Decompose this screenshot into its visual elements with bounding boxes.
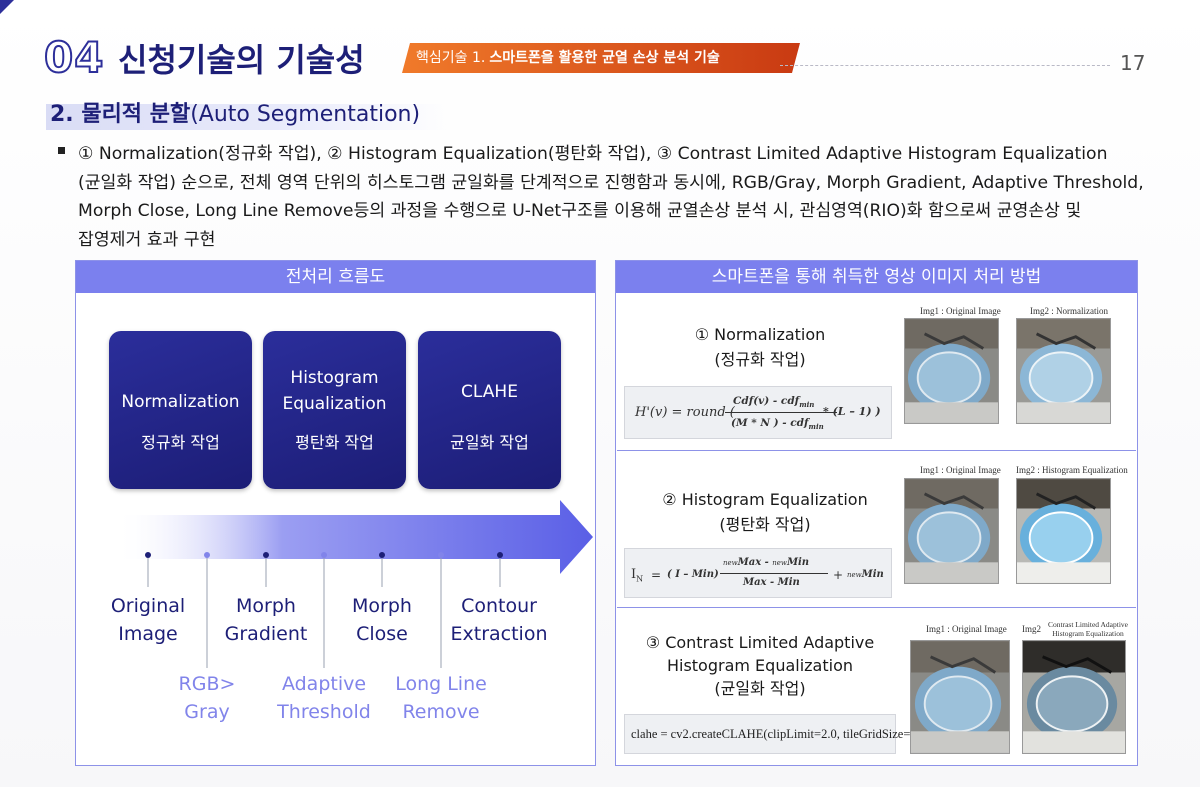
section-divider [617,450,1136,451]
step-histogram-equalization: Histogram Equalization 평탄화 작업 [263,331,406,489]
image-processing-panel-title: 스마트폰을 통해 취득한 영상 이미지 처리 방법 [616,261,1137,293]
step-clahe: CLAHE 균일화 작업 [418,331,561,489]
image-caption: Img2 : Histogram Equalization [1016,465,1128,475]
section-divider [617,607,1136,608]
header-tag-background [402,43,800,73]
flow-timeline [145,552,503,605]
step-title: Normalization [121,392,240,412]
step-subtitle: 균일화 작업 [450,433,529,452]
subtitle-english: (Auto Segmentation) [190,102,421,127]
clahe-code: clahe = cv2.createCLAHE(clipLimit=2.0, t… [624,714,939,754]
image-caption: Img1 : Original Image [920,306,1001,316]
normalization-formula: H'(v) = round ( Cdf(v) - cdfmin (M * N )… [624,386,892,439]
header-divider [780,65,1110,66]
paragraph-line: ① Normalization(정규화 작업), ② Histogram Equ… [78,144,1108,164]
flow-connector-lines [206,600,442,668]
image-caption: Img1 : Original Image [920,465,1001,475]
clahe-image-thumbnail [1022,640,1126,754]
paragraph-line: (균일화 작업) 순으로, 전체 영역 단위의 히스토그램 균일화를 단계적으로… [78,172,1144,193]
step-subtitle: 평탄화 작업 [295,433,374,452]
corner-decoration [0,0,14,14]
section-title: 신청기술의 기술성 [118,41,365,79]
flow-label-rgb-gray: RGB>Gray [178,673,236,723]
equalized-image-thumbnail [1016,478,1111,584]
original-image-thumbnail [904,478,999,584]
subtitle: 2. 물리적 분할(Auto Segmentation) [50,100,420,130]
header-tag: 핵심기술 1.스마트폰을 활용한 균열 손상 분석 기술 [416,43,720,73]
flow-arrow [115,500,593,574]
step-normalization: Normalization 정규화 작업 [109,331,252,489]
subtitle-highlight [46,104,446,130]
original-image-thumbnail [910,640,1010,754]
normalized-image-thumbnail [1016,318,1111,424]
step-title: CLAHE [461,382,518,402]
image-caption: Contrast Limited Adaptive Histogram Equa… [1048,620,1128,638]
bullet-icon [58,147,65,154]
preprocessing-panel-title: 전처리 흐름도 [76,261,595,293]
description-paragraph: ① Normalization(정규화 작업), ② Histogram Equ… [78,140,1168,254]
page-number: 17 [1120,51,1146,75]
normalization-title: ① Normalization (정규화 작업) [694,325,826,369]
histogram-equalization-formula: IN = ( I – Min) newMax - newMin Max - Mi… [624,548,892,598]
clahe-title: ③ Contrast Limited Adaptive Histogram Eq… [645,633,875,698]
section-number: 04 [43,33,105,83]
step-title: Equalization [282,394,387,414]
image-caption: Img2 : Normalization [1030,306,1108,316]
step-title: Histogram [290,368,379,388]
histogram-equalization-title: ② Histogram Equalization (평탄화 작업) [662,490,868,534]
step-subtitle: 정규화 작업 [141,433,220,452]
original-image-thumbnail [904,318,999,424]
paragraph-line: Morph Close, Long Line Remove등의 과정을 수행으로… [78,201,1082,221]
subtitle-number: 2. 물리적 분할 [50,102,191,127]
image-caption: Img2 [1022,624,1041,634]
image-caption: Img1 : Original Image [926,624,1007,634]
paragraph-line: 잡영제거 효과 구현 [78,229,216,250]
header-tag-title: 스마트폰을 활용한 균열 손상 분석 기술 [489,50,720,66]
header-tag-prefix: 핵심기술 1. [416,50,486,66]
